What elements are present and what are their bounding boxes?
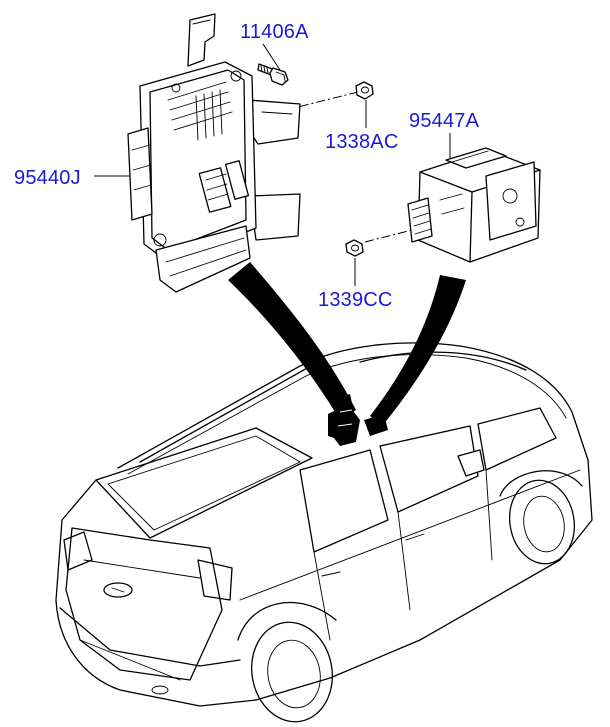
label-module-95447A[interactable]: 95447A [409,110,480,132]
control-module-95440J [127,13,301,293]
label-nut-1339CC[interactable]: 1339CC [318,289,393,311]
installed-module-95447A [364,414,388,436]
brand-badge [103,582,133,598]
label-nut-1338AC[interactable]: 1338AC [325,131,398,153]
nut-1339CC [345,239,364,257]
location-pointers [228,262,466,426]
installed-module-95440J [328,394,360,446]
label-module-95440J[interactable]: 95440J [14,167,81,189]
pointer-module-95447A [370,275,466,426]
pointer-module-95440J [228,262,356,420]
control-module-95447A [407,147,541,263]
front-wheel [509,479,575,565]
installed-components [328,394,388,446]
rear-wheel [251,621,333,723]
label-bolt-11406A[interactable]: 11406A [240,21,309,43]
bolt-11406A [257,63,289,86]
vehicle-outline [55,342,593,723]
leader-bolt [262,43,281,71]
nut-1338AC [355,81,374,100]
